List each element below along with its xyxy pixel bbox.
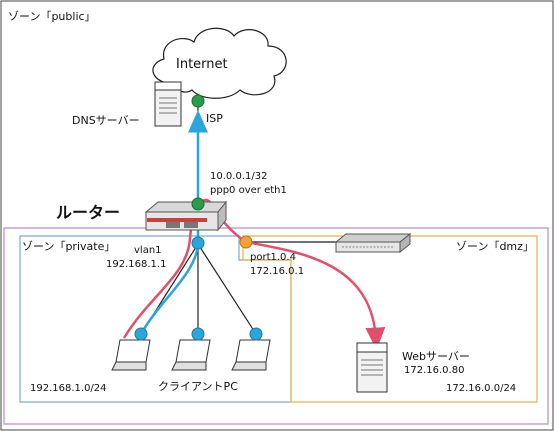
laptop-icon [111, 339, 151, 371]
client-port-dot [191, 327, 205, 341]
laptop-icon [231, 339, 271, 371]
wan-interface: ppp0 over eth1 [210, 185, 287, 196]
zone-public-boundary [3, 227, 549, 425]
dmz-port-dot [239, 235, 253, 249]
wan-address: 10.0.0.1/32 [210, 171, 268, 182]
dns-server-icon [154, 81, 182, 127]
lan-address: 192.168.1.1 [106, 259, 167, 270]
lan-interface: vlan1 [134, 245, 162, 256]
switch-icon [334, 232, 412, 254]
web-server-address: 172.16.0.80 [404, 365, 465, 376]
dmz-network-label: 172.16.0.0/24 [446, 383, 517, 394]
web-server-icon [356, 342, 388, 393]
client-port-dot [249, 327, 263, 341]
laptop-icon [171, 339, 211, 371]
zone-private-label: ゾーン「private」 [22, 240, 116, 253]
wan-info: 10.0.0.1/32 ppp0 over eth1 [210, 170, 287, 198]
private-network-label: 192.168.1.0/24 [30, 383, 107, 394]
isp-label: ISP [206, 112, 223, 125]
internet-cloud [152, 27, 287, 99]
dmz-interface: port1.0.4 [250, 252, 296, 263]
zone-public-label: ゾーン「public」 [8, 10, 96, 23]
clients-label: クライアントPC [158, 380, 238, 393]
dns-server-label: DNSサーバー [72, 114, 140, 127]
internet-label: Internet [176, 57, 228, 72]
web-server-label: Webサーバー [402, 350, 470, 363]
dmz-address: 172.16.0.1 [250, 266, 305, 277]
zone-dmz-label: ゾーン「dmz」 [456, 240, 534, 253]
dmz-port-info: port1.0.4 172.16.0.1 [250, 251, 304, 279]
lan-info: vlan1 [134, 244, 162, 258]
client-port-dot [134, 327, 148, 341]
zone-dmz-boundary [242, 235, 538, 403]
vlan1-port-dot [191, 236, 205, 250]
wan-port-dot [191, 197, 205, 211]
router-icon [144, 200, 228, 232]
isp-port-dot [191, 94, 205, 108]
outbound-path [122, 198, 386, 350]
router-label: ルーター [56, 203, 121, 222]
